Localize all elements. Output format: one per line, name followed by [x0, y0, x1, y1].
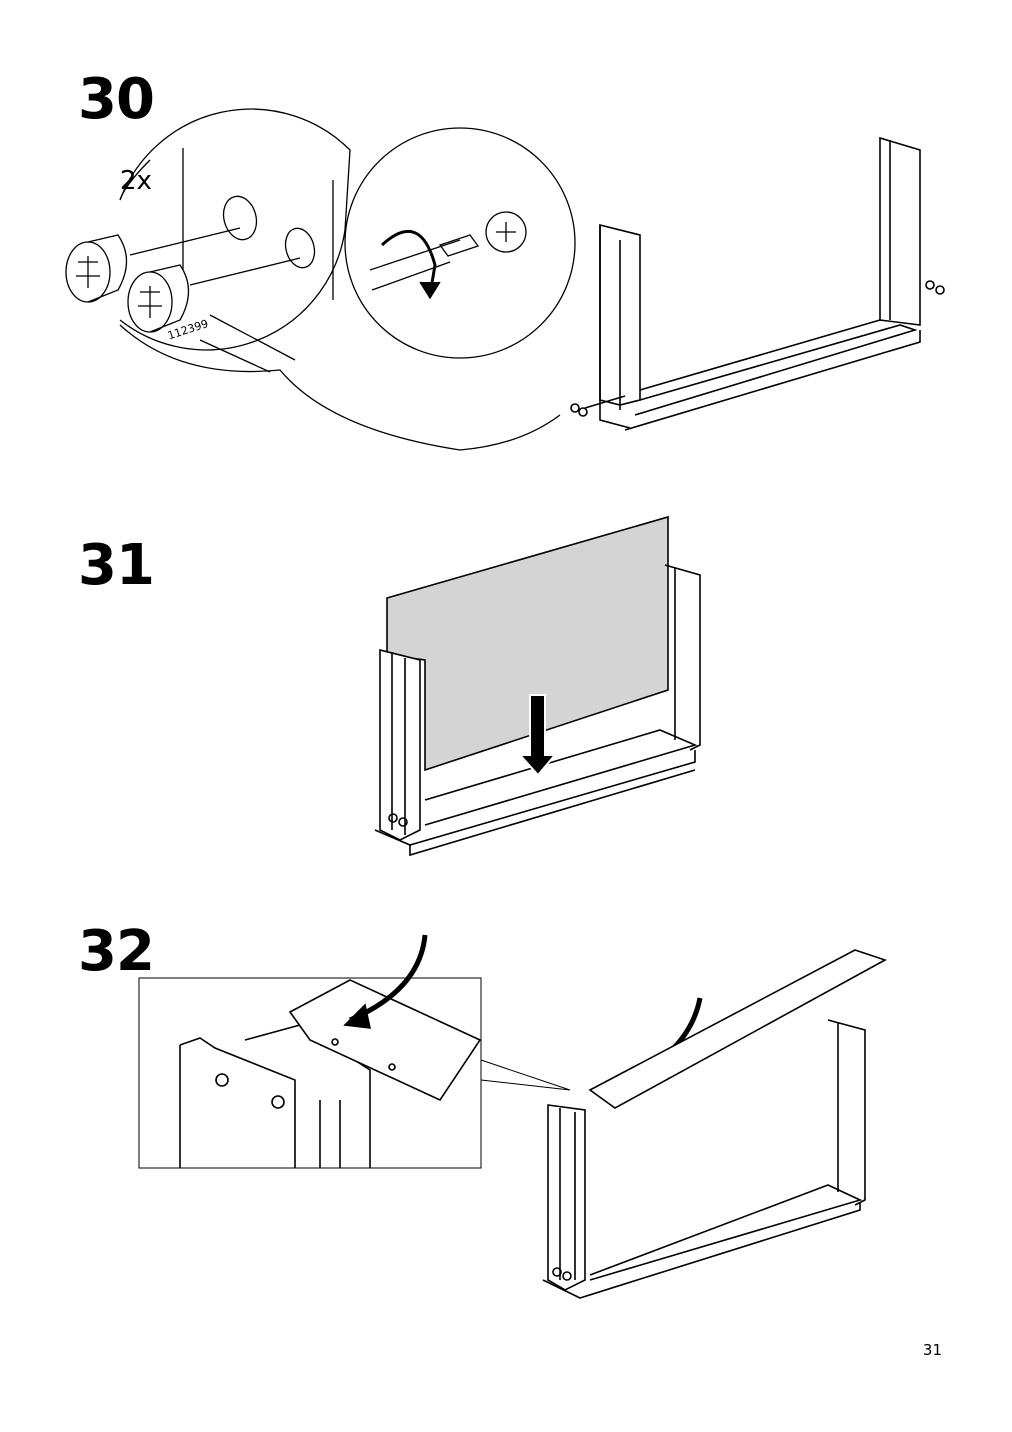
- cam-lock-detail-circle: [120, 109, 350, 350]
- down-arrow-icon: [520, 695, 555, 775]
- zoom-detail-box: [139, 978, 481, 1168]
- step-32-illustration: [0, 930, 1012, 1310]
- rotate-arrow-icon: [382, 231, 435, 295]
- cam-lock-icon: [128, 265, 189, 332]
- step-number-30: 30: [78, 67, 155, 132]
- frame-assembly: [571, 138, 944, 430]
- page-number: 31: [922, 1341, 942, 1359]
- top-rail: [290, 980, 480, 1100]
- frame-assembly: [375, 565, 700, 855]
- hole-icon: [272, 1096, 284, 1108]
- step-31-illustration: [0, 500, 1012, 870]
- hole-icon: [281, 225, 318, 271]
- cam-lock-icon: [66, 235, 127, 302]
- screwdriver-detail-circle: [345, 128, 575, 358]
- step-30-detail-circles: [0, 0, 1012, 470]
- hole-icon: [216, 1074, 228, 1086]
- back-panel: [387, 517, 668, 770]
- step-number-31: 31: [78, 533, 155, 598]
- step-number-32: 32: [78, 919, 155, 984]
- quantity-label: 2x: [120, 166, 152, 196]
- frame-assembly: [543, 950, 885, 1298]
- hole-icon: [219, 193, 261, 244]
